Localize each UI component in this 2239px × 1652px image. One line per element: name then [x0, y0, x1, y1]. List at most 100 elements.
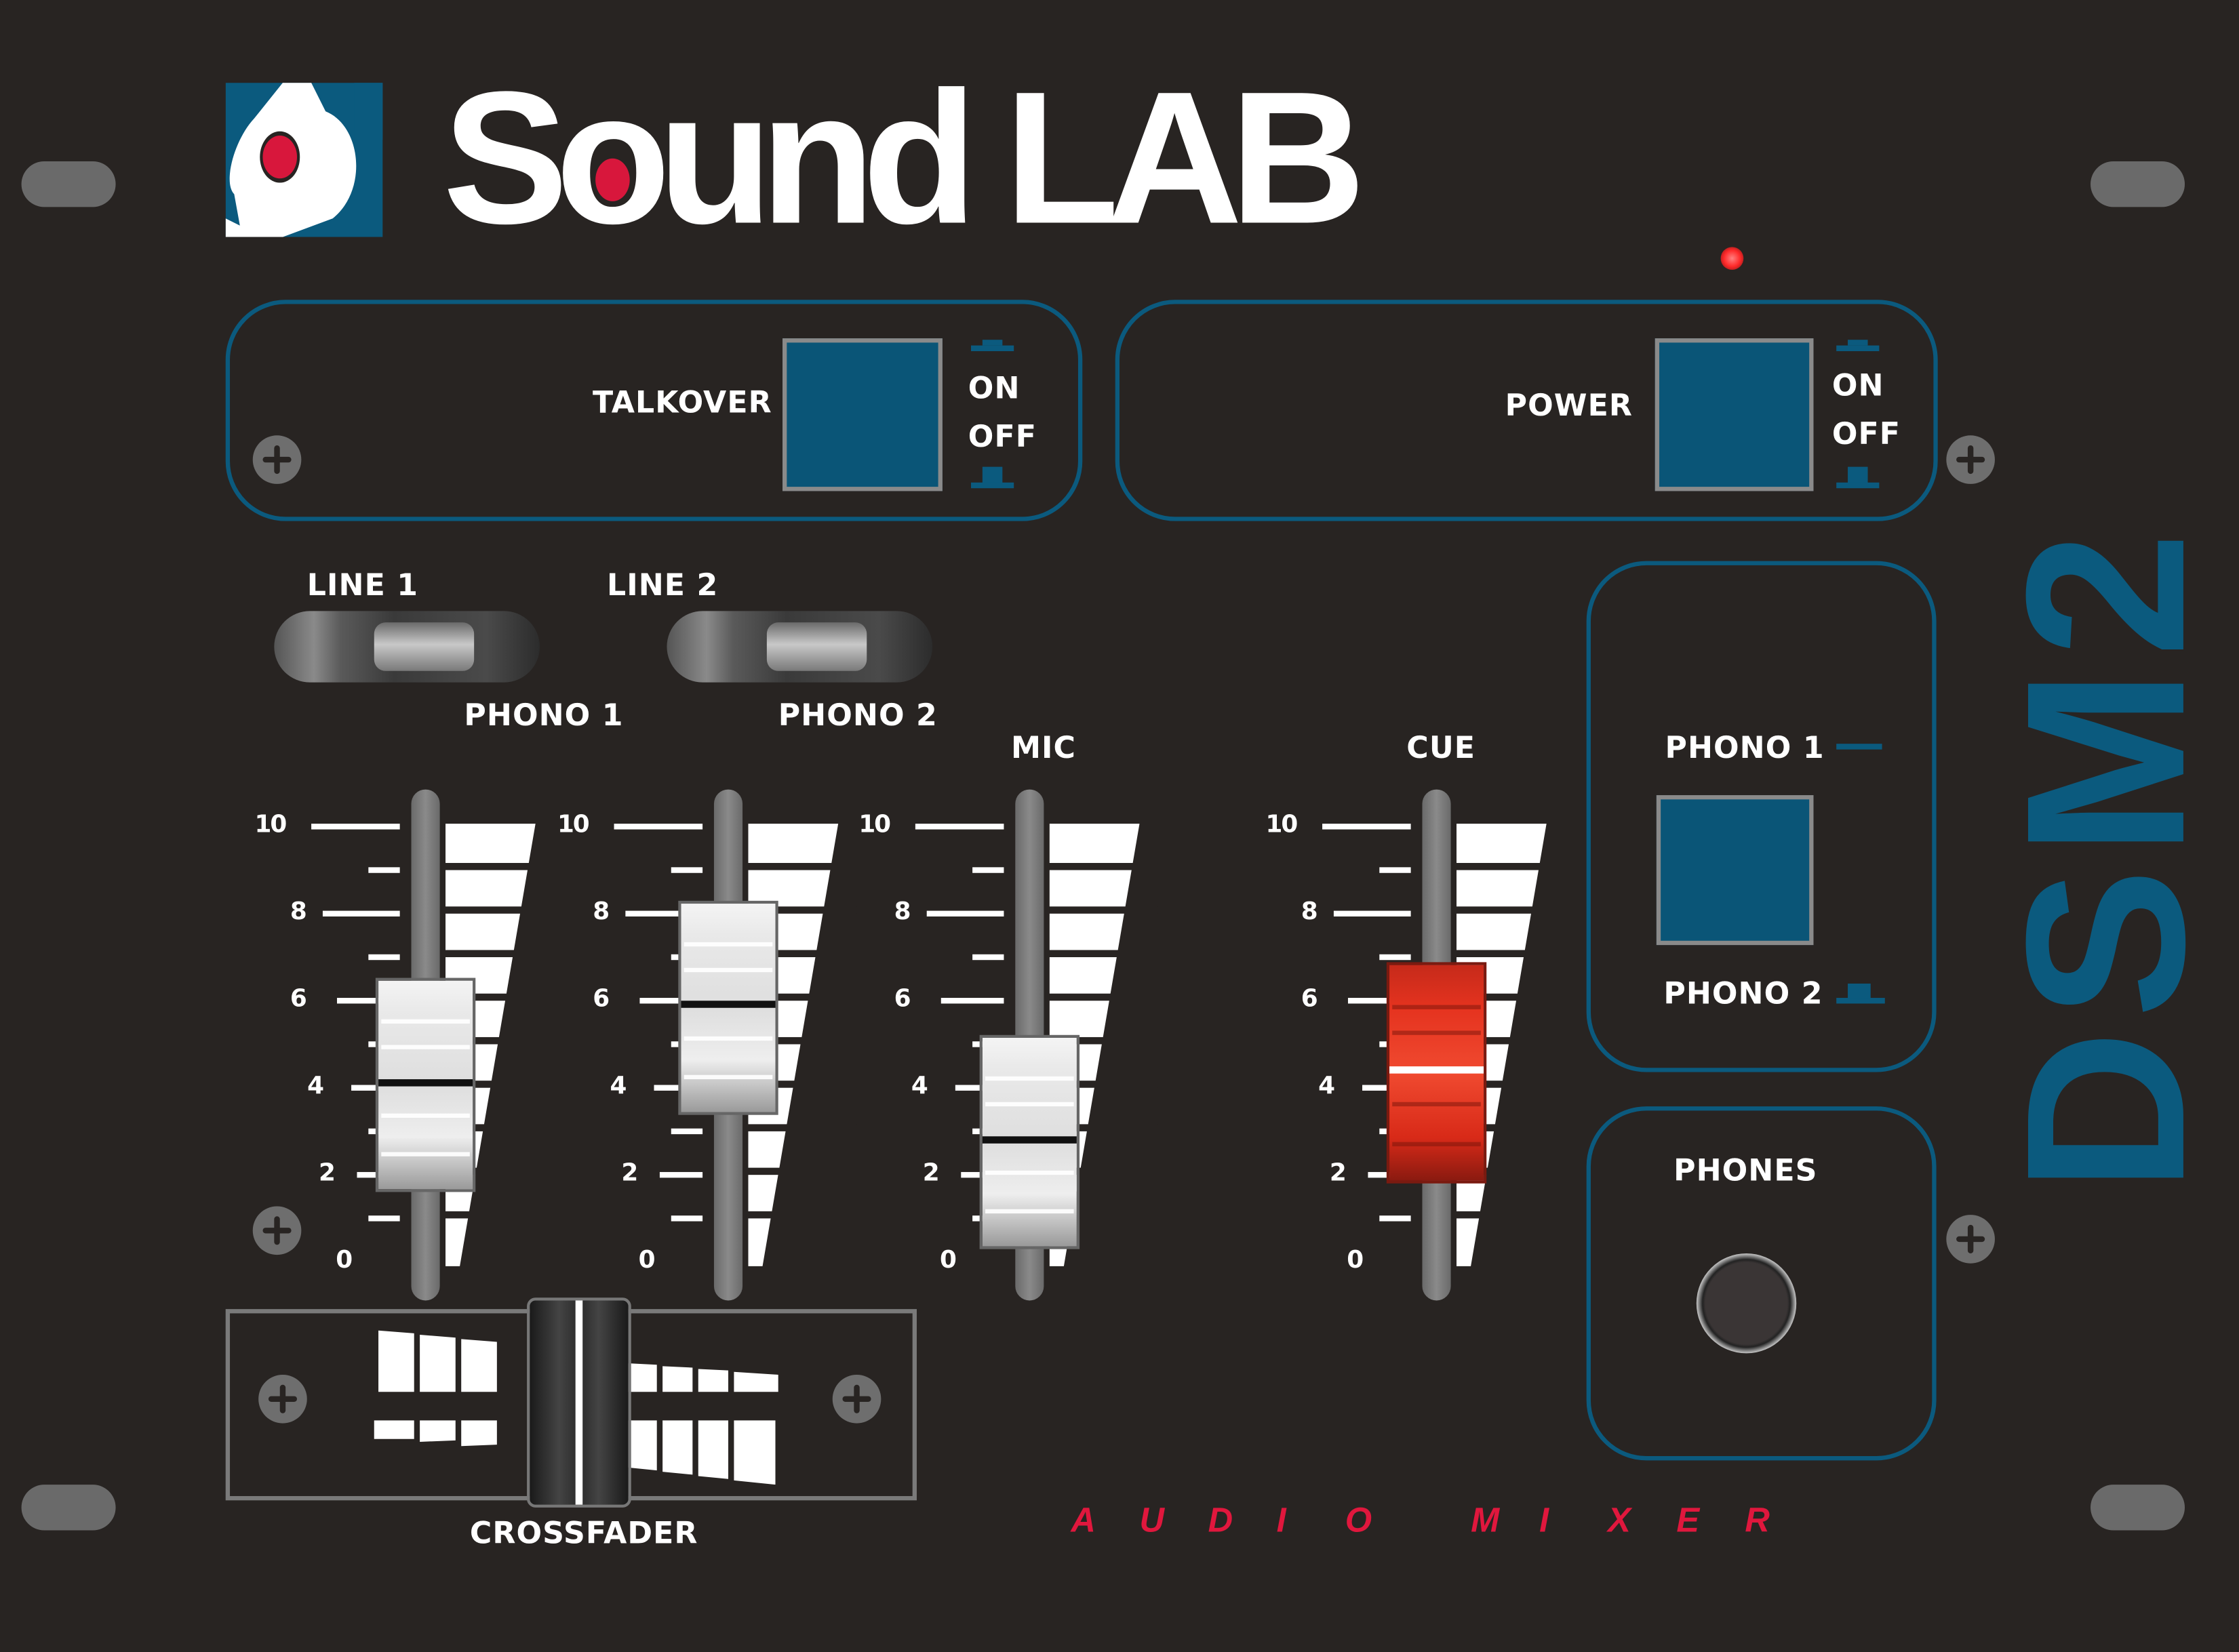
talkover-panel — [225, 300, 1083, 521]
power-label: POWER — [1505, 388, 1633, 423]
knob-grip — [985, 1170, 1074, 1175]
cue-fader-knob[interactable] — [1386, 962, 1487, 1184]
scale-tick — [926, 910, 1004, 916]
scale-tick — [1379, 1215, 1411, 1222]
wedge-gap — [439, 1036, 555, 1045]
ch2-fader-knob[interactable] — [678, 900, 778, 1114]
wedge-gap — [439, 1124, 555, 1131]
scale-label: 0 — [1347, 1246, 1364, 1275]
cue-select-panel — [1586, 561, 1937, 1072]
headphone-jack[interactable] — [1696, 1253, 1797, 1354]
scale-label: 4 — [1318, 1072, 1335, 1101]
crossfader-knob[interactable] — [527, 1297, 631, 1508]
screw-icon — [252, 435, 302, 484]
rack-ear-bottom-right — [2091, 1485, 2185, 1531]
wedge-gap — [1450, 1211, 1566, 1219]
scale-label: 10 — [858, 811, 891, 840]
cue-label: CUE — [1406, 731, 1476, 765]
screw-icon — [258, 1374, 307, 1424]
phono2-label: PHONO 2 — [778, 698, 938, 733]
scale-tick — [671, 1128, 703, 1135]
wedge-gap — [1450, 993, 1566, 1001]
wedge-gap — [1450, 906, 1566, 914]
scale-label: 6 — [593, 985, 610, 1014]
wedge-gap — [1450, 1167, 1566, 1175]
scale-label: 4 — [911, 1072, 928, 1101]
talkover-label: TALKOVER — [592, 385, 772, 420]
wedge-gap — [439, 863, 555, 870]
wedge-gap — [439, 993, 555, 1001]
scale-label: 8 — [290, 898, 307, 927]
scale-label: 8 — [1301, 898, 1318, 927]
ch1-fader-knob[interactable] — [375, 978, 476, 1193]
scale-tick — [368, 954, 400, 961]
wedge-gap — [742, 1036, 857, 1045]
scale-tick — [671, 867, 703, 873]
talkover-button[interactable] — [782, 338, 943, 491]
phono1-indicator-icon — [1836, 744, 1882, 763]
subtitle-letter: M — [1471, 1502, 1500, 1541]
scale-label: 10 — [1265, 811, 1299, 840]
subtitle-letter: I — [1276, 1502, 1286, 1541]
phono1-label: PHONO 1 — [464, 698, 624, 733]
phones-panel — [1586, 1106, 1937, 1461]
wedge-gap — [439, 1081, 555, 1088]
phono2-indicator-icon — [1836, 983, 1885, 1004]
wedge-gap — [439, 950, 555, 958]
subtitle-letter: E — [1676, 1502, 1700, 1541]
mic-fader-knob[interactable] — [979, 1034, 1080, 1249]
scale-tick — [659, 1171, 703, 1178]
subtitle-letter: O — [1345, 1502, 1372, 1541]
rack-ear-bottom-left — [21, 1485, 116, 1531]
scale-label: 4 — [610, 1072, 627, 1101]
scale-label: 10 — [557, 811, 590, 840]
screw-icon — [252, 1206, 302, 1255]
scale-tick — [972, 954, 1004, 961]
scale-tick — [1379, 867, 1411, 873]
cue-phono1-label: PHONO 1 — [1665, 731, 1825, 765]
scale-tick — [1379, 954, 1411, 961]
line2-label: LINE 2 — [607, 568, 719, 603]
knob-grip — [381, 1045, 470, 1050]
scale-tick — [625, 910, 703, 916]
wedge-gap — [439, 906, 555, 914]
knob-grip — [985, 1102, 1074, 1107]
scale-tick — [1333, 910, 1411, 916]
scale-tick — [336, 998, 400, 1004]
scale-tick — [1347, 998, 1411, 1004]
wedge-gap — [1450, 863, 1566, 870]
scale-label: 8 — [593, 898, 610, 927]
wedge-gap — [1044, 1167, 1158, 1175]
cue-select-button[interactable] — [1656, 794, 1814, 946]
wedge-gap — [742, 1211, 857, 1219]
scale-label: 0 — [336, 1246, 353, 1275]
wedge-gap — [1044, 993, 1158, 1001]
subtitle-letter: I — [1539, 1502, 1549, 1541]
on-indicator-icon — [971, 340, 1014, 359]
scale-tick — [311, 824, 400, 830]
knob-grip — [1392, 1142, 1481, 1146]
wedge-gap — [1044, 863, 1158, 870]
scale-tick — [915, 824, 1004, 830]
wedge-gap — [439, 1167, 555, 1175]
scale-label: 6 — [290, 985, 307, 1014]
knob-grip — [683, 967, 773, 972]
knob-grip — [683, 1074, 773, 1079]
wedge-gap — [742, 863, 857, 870]
wedge-gap — [742, 993, 857, 1001]
scale-tick — [614, 824, 703, 830]
wedge-gap — [742, 950, 857, 958]
power-led — [1720, 247, 1744, 270]
soundlab-logo-icon — [225, 83, 383, 237]
power-button[interactable] — [1655, 338, 1814, 491]
line1-phono1-switch[interactable] — [274, 611, 540, 683]
wedge-gap — [1044, 950, 1158, 958]
knob-grip — [683, 1035, 773, 1041]
line2-phono2-switch[interactable] — [667, 611, 933, 683]
wedge-gap — [1044, 1036, 1158, 1045]
scale-tick — [368, 867, 400, 873]
subtitle-letter: D — [1208, 1502, 1233, 1541]
knob-grip — [985, 1076, 1074, 1081]
